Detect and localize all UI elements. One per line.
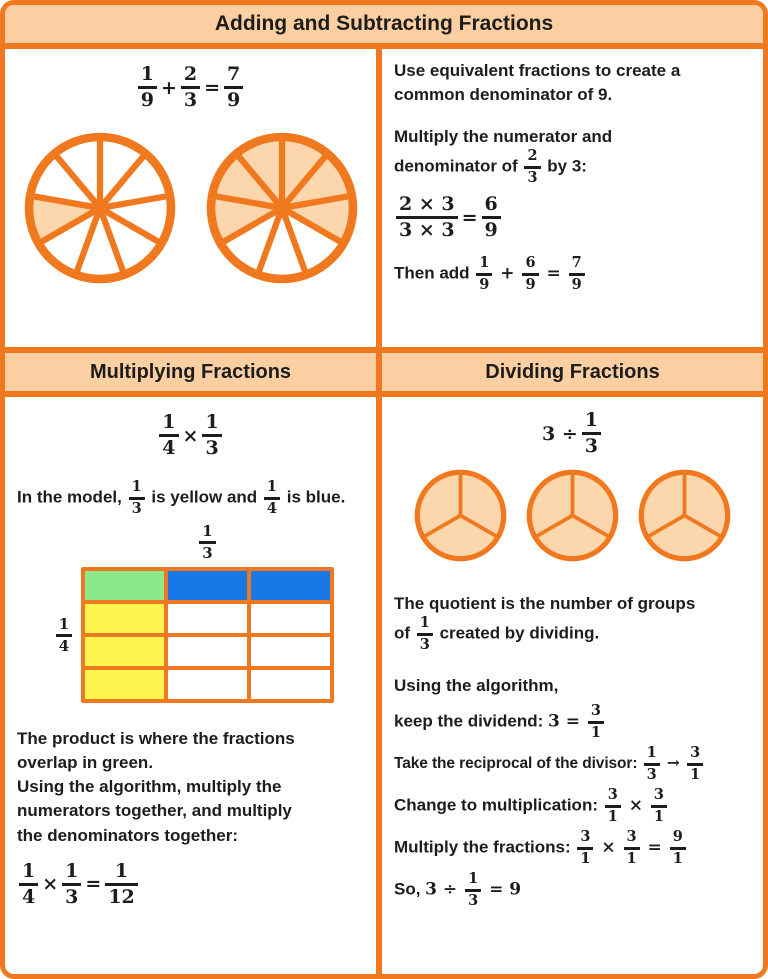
area-cell-green	[85, 571, 164, 600]
area-cell-white	[168, 637, 247, 666]
pie-whole-thirds-3	[637, 468, 732, 568]
fraction-one-third-label: 1 3	[199, 524, 216, 561]
area-cell-white	[168, 604, 247, 633]
area-cell-yellow	[85, 670, 164, 699]
adding-pie-models	[5, 130, 376, 291]
fraction-one-fourth-label: 1 4	[55, 616, 73, 654]
pie-six-ninths	[204, 130, 360, 291]
area-model: 1 3 1 4	[5, 524, 376, 703]
pie-chart-svg	[24, 132, 175, 284]
pie-one-ninth	[22, 130, 178, 291]
area-cell-blue	[168, 571, 247, 600]
pie-whole-thirds-1	[413, 468, 508, 568]
area-cell-white	[251, 670, 330, 699]
area-cell-yellow	[85, 637, 164, 666]
area-cell-white	[251, 637, 330, 666]
page-title: Adding and Subtracting Fractions	[5, 5, 763, 49]
pie-chart-svg	[638, 469, 731, 562]
pie-chart-svg	[206, 132, 357, 284]
dividing-header: Dividing Fractions	[382, 353, 763, 391]
pie-chart-svg	[414, 469, 507, 562]
area-cell-white	[251, 604, 330, 633]
multiplying-header: Multiplying Fractions	[5, 353, 382, 391]
dividing-algorithm-intro: Using the algorithm,	[394, 676, 559, 696]
area-model-top-label: 1 3	[81, 524, 334, 567]
area-cell-blue	[251, 571, 330, 600]
dividing-header-text: Dividing Fractions	[485, 360, 660, 383]
area-model-grid	[81, 567, 334, 703]
pie-whole-thirds-2	[525, 468, 620, 568]
area-model-side-label: 1 4	[47, 567, 81, 703]
section-headers: Multiplying Fractions Dividing Fractions	[5, 353, 763, 397]
page-title-text: Adding and Subtracting Fractions	[214, 12, 554, 35]
dividing-pie-models	[382, 468, 763, 568]
pie-chart-svg	[526, 469, 619, 562]
area-cell-white	[168, 670, 247, 699]
multiplying-header-text: Multiplying Fractions	[89, 360, 292, 383]
area-cell-yellow	[85, 604, 164, 633]
